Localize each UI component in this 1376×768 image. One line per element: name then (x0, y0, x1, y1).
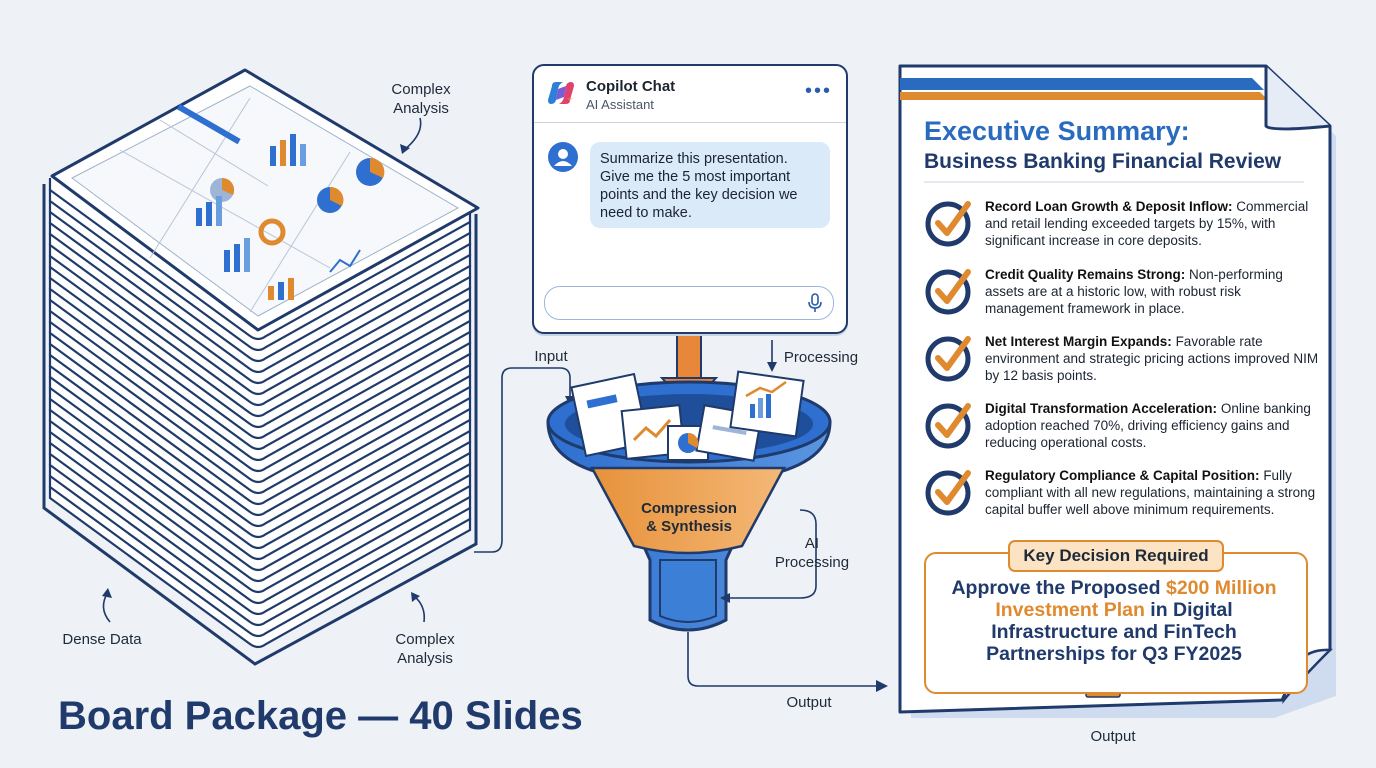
summary-item-heading: Record Loan Growth & Deposit Inflow: (985, 199, 1233, 214)
input-label: Input (534, 348, 568, 365)
key-decision-text-post: in Digital Infrastructure and FinTech Pa… (986, 599, 1242, 665)
more-options-icon[interactable]: ••• (804, 80, 832, 102)
checkmark-icon (925, 269, 971, 315)
funnel-label-line-2: & Synthesis (646, 518, 732, 535)
key-decision-box (924, 552, 1308, 694)
annotation-complex-analysis-top: Complex Analysis (391, 81, 451, 117)
stack-outline (42, 184, 478, 666)
summary-item-body: Non-performing assets are at a historic … (985, 267, 1283, 316)
checkmark-icon (925, 403, 971, 449)
summary-item: Record Loan Growth & Deposit Inflow: Com… (924, 198, 1319, 258)
summary-item-text: Net Interest Margin Expands: Favorable r… (985, 333, 1321, 384)
user-prompt-bubble: Summarize this presentation. Give me the… (590, 142, 830, 228)
funnel-label-line-1: Compression (641, 500, 737, 517)
summary-item-text: Regulatory Compliance & Capital Position… (985, 467, 1321, 518)
summary-item: Net Interest Margin Expands: Favorable r… (924, 333, 1319, 393)
summary-item: Digital Transformation Acceleration: Onl… (924, 400, 1319, 460)
summary-title: Executive Summary: (924, 116, 1190, 146)
microphone-icon[interactable] (807, 293, 823, 313)
summary-item-heading: Regulatory Compliance & Capital Position… (985, 468, 1260, 483)
summary-item: Credit Quality Remains Strong: Non-perfo… (924, 266, 1319, 326)
user-avatar-icon (548, 142, 578, 172)
summary-item-body: Online banking adoption reached 70%, dri… (985, 401, 1311, 450)
checkmark-icon (925, 336, 971, 382)
ai-processing-label: AI Processing (774, 535, 850, 571)
copilot-logo-icon (548, 82, 574, 104)
top-slide (50, 68, 480, 332)
summary-item-body: Commercial and retail lending exceeded t… (985, 199, 1309, 248)
key-decision-highlight: $200 Million Investment Plan (995, 577, 1277, 621)
annotation-complex-analysis-bottom: Complex Analysis (395, 631, 455, 667)
summary-item-text: Credit Quality Remains Strong: Non-perfo… (985, 266, 1321, 317)
summary-item-heading: Credit Quality Remains Strong: (985, 267, 1186, 282)
summary-subtitle: Business Banking Financial Review (924, 150, 1282, 173)
key-decision-text-pre: Approve the Proposed (951, 577, 1166, 599)
summary-item-heading: Digital Transformation Acceleration: (985, 401, 1218, 416)
summary-item-body: Fully compliant with all new regulations… (985, 468, 1316, 517)
chat-title: Copilot Chat (586, 78, 676, 95)
summary-item-heading: Net Interest Margin Expands: (985, 334, 1172, 349)
funnel-label: Compression & Synthesis (614, 500, 764, 536)
chat-subtitle: AI Assistant (586, 97, 654, 112)
copilot-chat-window: Copilot Chat AI Assistant ••• Summarize … (532, 64, 848, 334)
output-label: Output (786, 694, 832, 711)
output-label-bottom: Output (1090, 728, 1136, 745)
summary-item: Regulatory Compliance & Capital Position… (924, 467, 1319, 527)
funnel (546, 370, 832, 632)
annotation-dense-data: Dense Data (62, 631, 142, 648)
key-decision-text: Approve the Proposed $200 Million Invest… (934, 577, 1294, 665)
board-package-title: Board Package — 40 Slides (58, 694, 583, 738)
chat-header: Copilot Chat AI Assistant ••• (534, 66, 846, 123)
summary-item-text: Digital Transformation Acceleration: Onl… (985, 400, 1321, 451)
checkmark-icon (925, 470, 971, 516)
summary-item-text: Record Loan Growth & Deposit Inflow: Com… (985, 198, 1321, 249)
chat-input[interactable] (544, 286, 834, 320)
key-decision-title: Key Decision Required (1008, 540, 1224, 572)
summary-item-body: Favorable rate environment and strategic… (985, 334, 1319, 383)
processing-label: Processing (783, 349, 859, 366)
checkmark-icon (925, 201, 971, 247)
